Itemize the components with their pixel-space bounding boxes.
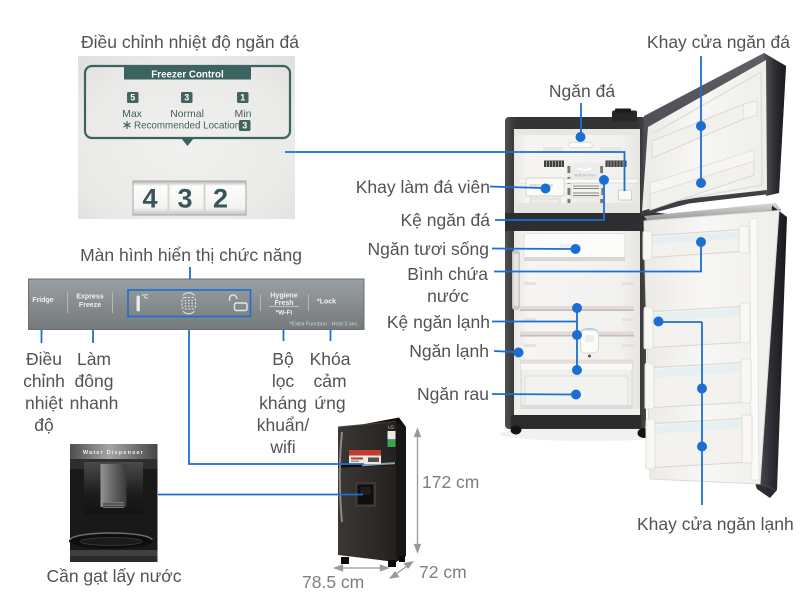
svg-text:Express: Express [76,294,103,301]
svg-text:1: 1 [240,93,245,103]
svg-text:*Extra Function : Hold 3 sec.: *Extra Function : Hold 3 sec. [289,322,359,328]
svg-text:Fridge: Fridge [32,297,53,304]
svg-text:5: 5 [130,93,135,103]
svg-text:LG: LG [388,425,395,430]
svg-text:°C: °C [142,295,149,301]
svg-text:Fresh: Fresh [274,300,293,307]
svg-text:Min: Min [235,108,252,120]
svg-text:Normal: Normal [170,108,204,120]
svg-text:Water Dispenser: Water Dispenser [83,450,144,456]
svg-text:Freezer Control: Freezer Control [151,70,224,81]
svg-text:3: 3 [177,184,192,214]
svg-text:*W-Fi: *W-Fi [276,310,293,317]
svg-text:Hygiene: Hygiene [270,293,297,300]
svg-text:3: 3 [242,121,247,131]
svg-text:2: 2 [213,184,228,214]
svg-text:4: 4 [142,184,157,214]
svg-text:Max: Max [122,108,143,120]
svg-text:Freeze: Freeze [79,302,101,309]
svg-text:Recommended Location: Recommended Location [134,121,240,132]
svg-text:*Lock: *Lock [317,299,336,306]
svg-text:Multi Air Flow: Multi Air Flow [575,174,596,178]
svg-text:3: 3 [184,93,189,103]
